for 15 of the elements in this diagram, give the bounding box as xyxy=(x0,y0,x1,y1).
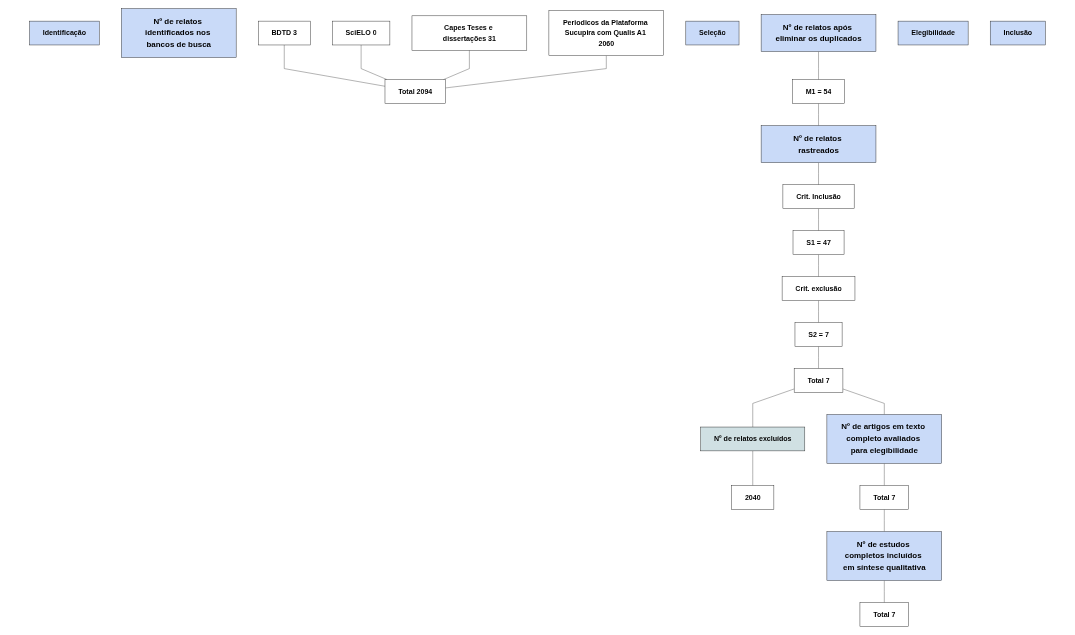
connector xyxy=(818,162,819,185)
connector xyxy=(752,450,753,486)
connector xyxy=(842,388,885,415)
connector xyxy=(818,103,819,126)
connector xyxy=(284,44,386,87)
connector xyxy=(752,388,795,428)
connector xyxy=(445,55,607,89)
connector xyxy=(884,580,885,603)
connector xyxy=(884,509,885,532)
connector xyxy=(818,346,819,369)
connector xyxy=(818,254,819,277)
connector xyxy=(818,51,819,80)
connector xyxy=(818,300,819,323)
connector xyxy=(818,208,819,231)
connector xyxy=(884,463,885,486)
